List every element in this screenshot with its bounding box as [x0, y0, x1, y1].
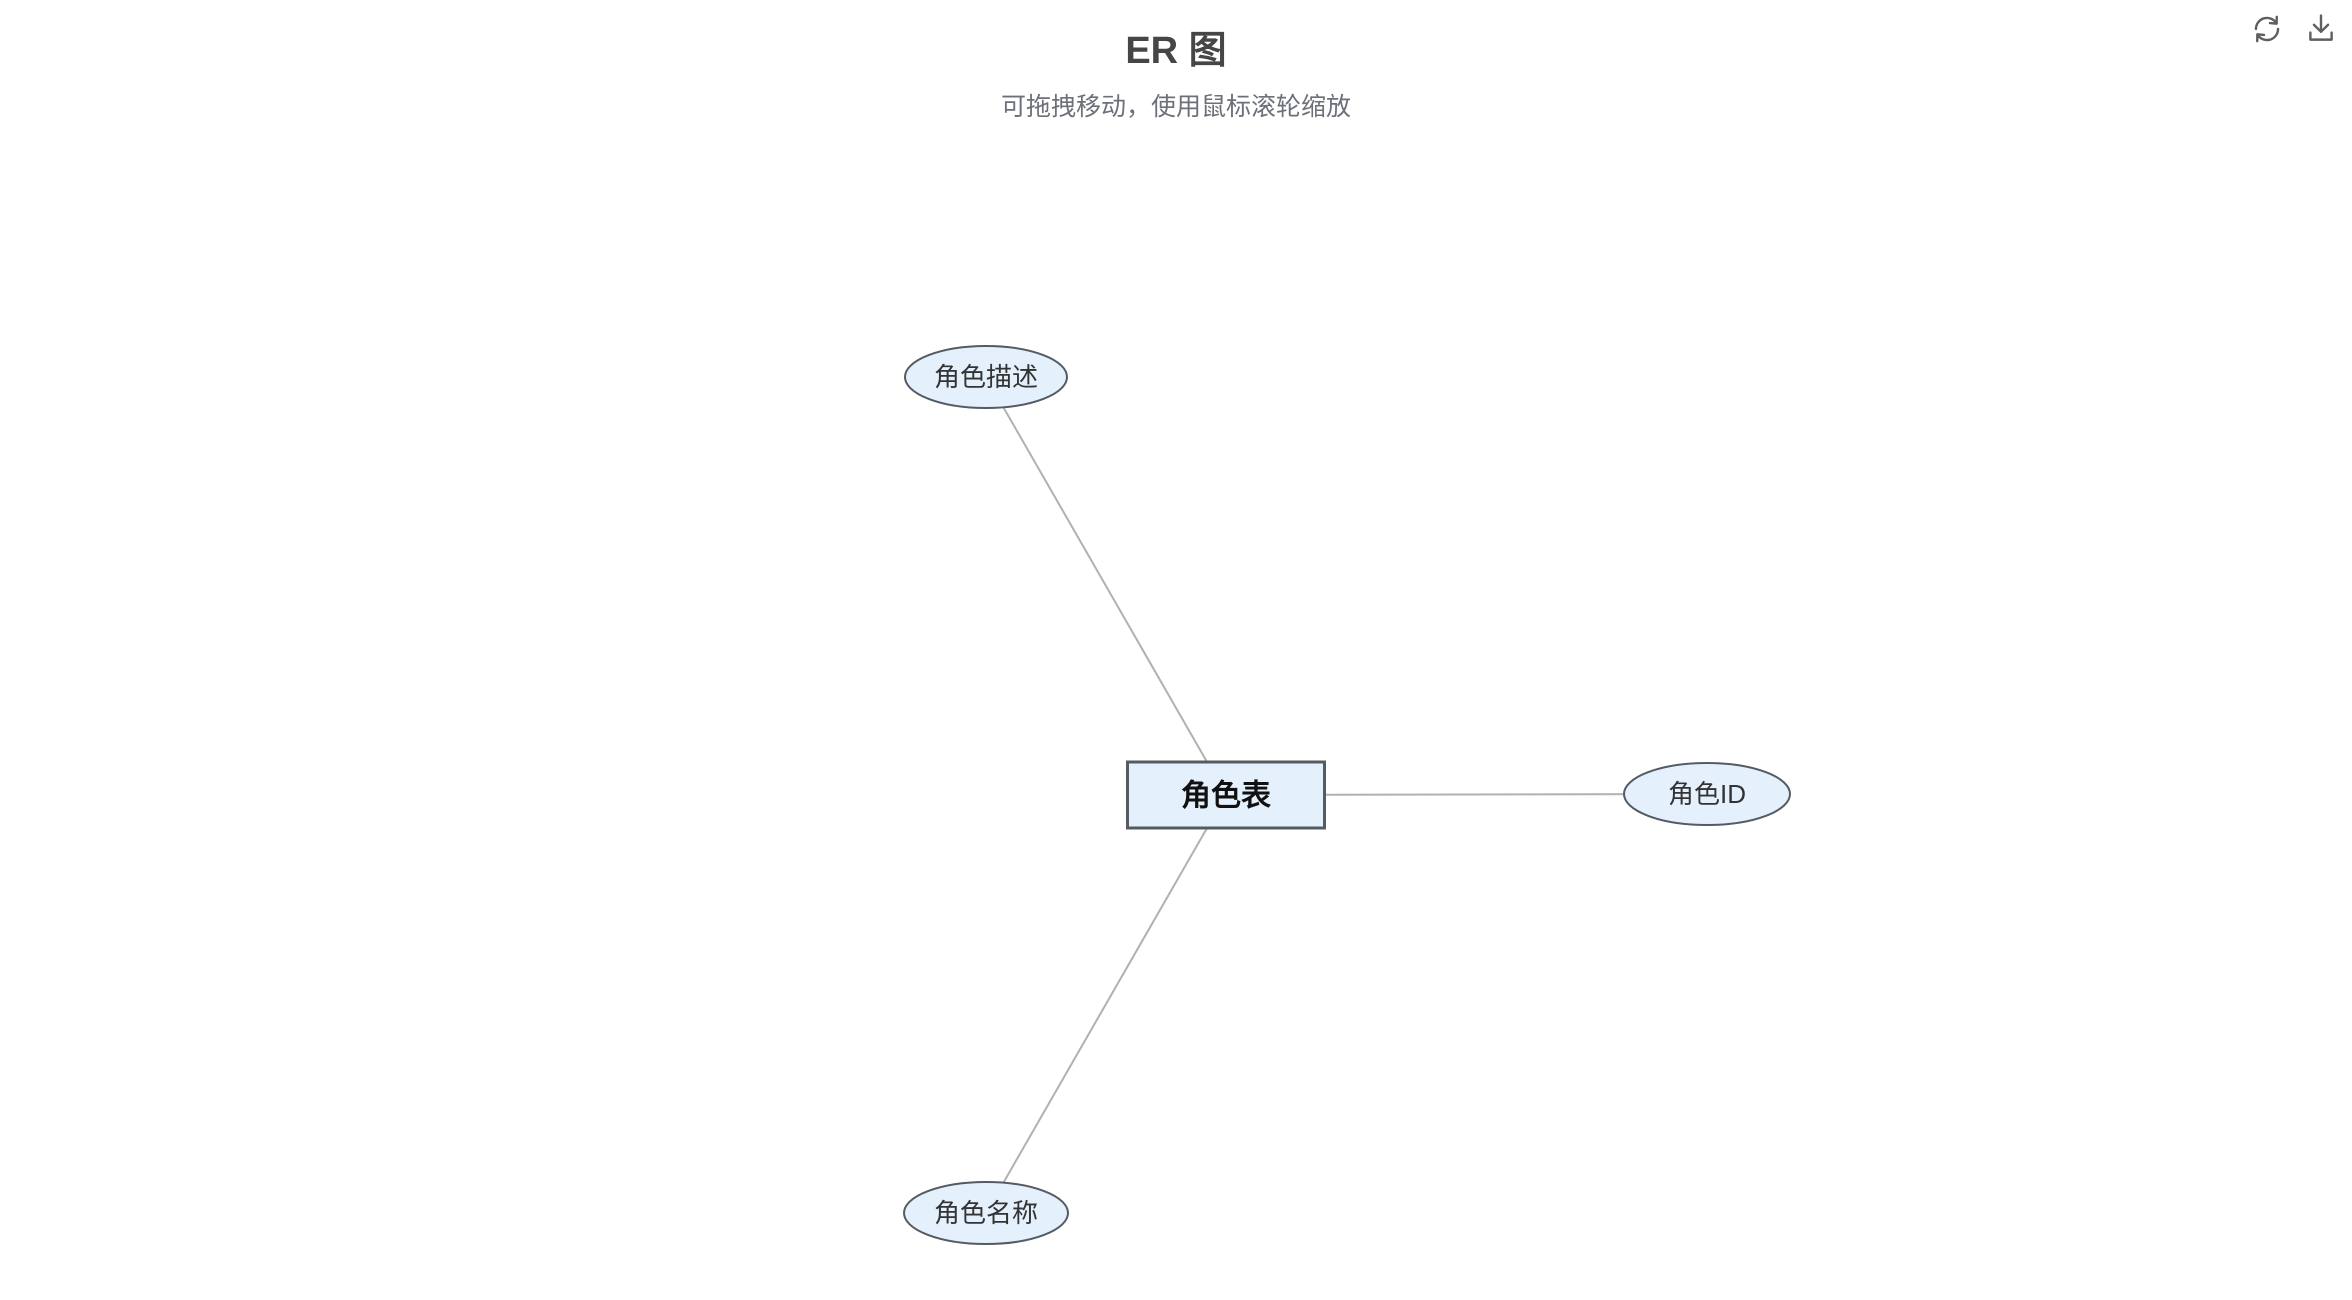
er-edge	[985, 794, 1227, 1214]
save-image-icon[interactable]	[2304, 12, 2338, 46]
attribute-ellipse	[1623, 762, 1791, 826]
attribute-node[interactable]: 角色名称	[903, 1181, 1069, 1245]
er-edge	[985, 376, 1227, 796]
entity-label: 角色表	[1181, 780, 1271, 813]
attribute-node[interactable]: 角色ID	[1623, 762, 1791, 826]
attribute-label: 角色描述	[934, 362, 1038, 392]
attribute-ellipse	[904, 345, 1068, 409]
entity-node[interactable]: 角色表	[1126, 760, 1326, 830]
attribute-node[interactable]: 角色描述	[904, 345, 1068, 409]
restore-icon[interactable]	[2250, 12, 2284, 46]
attribute-ellipse	[903, 1181, 1069, 1245]
attribute-label: 角色名称	[934, 1198, 1038, 1228]
toolbox	[2250, 12, 2338, 46]
attribute-label: 角色ID	[1668, 779, 1746, 809]
entity-rect	[1126, 760, 1326, 830]
